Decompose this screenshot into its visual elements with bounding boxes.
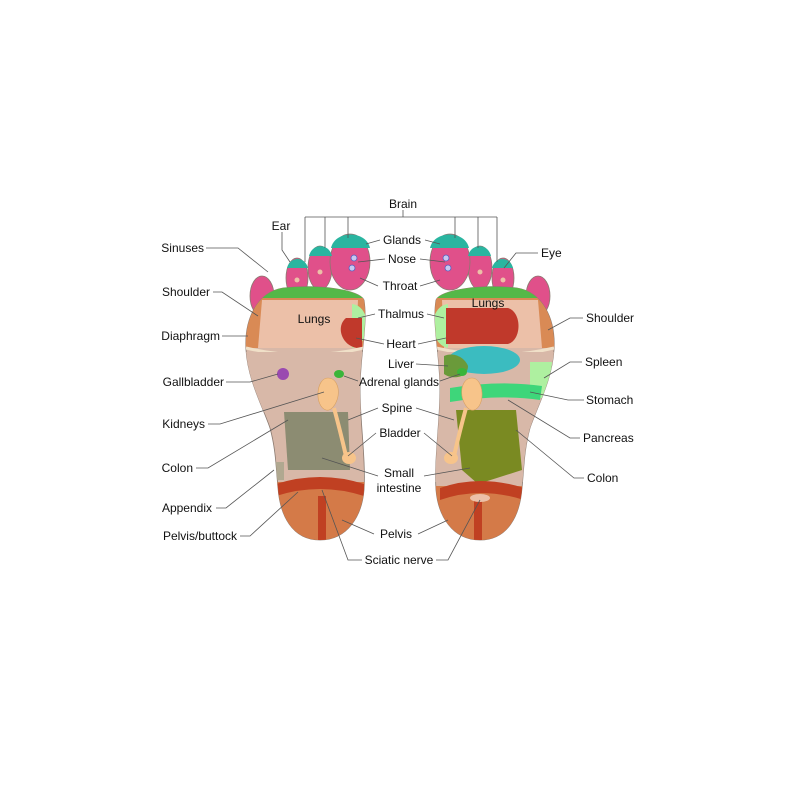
left-lungs-zone (258, 300, 358, 348)
label-kidneys: Kidneys (162, 417, 205, 431)
label-brain: Brain (389, 197, 417, 211)
right-toe-tip (468, 246, 491, 256)
label-colon-left: Colon (162, 461, 193, 475)
right-nose-point (442, 254, 450, 262)
label-throat: Throat (383, 279, 418, 293)
label-pelvis-buttock: Pelvis/buttock (163, 529, 238, 543)
label-adrenal-glands: Adrenal glands (359, 375, 439, 389)
left-adrenal-gland (334, 370, 344, 378)
left-toe-tip (331, 234, 370, 248)
label-small-intestine-line1: Small (384, 466, 414, 480)
right-ureter (452, 407, 468, 457)
right-foot (429, 233, 555, 541)
right-nose-point (444, 264, 452, 272)
right-toe-tip (430, 234, 469, 248)
label-small-intestine-line2: intestine (377, 481, 422, 495)
left-heart-zone (340, 318, 362, 349)
left-sciatic-stem (318, 496, 326, 540)
label-sciatic-nerve: Sciatic nerve (365, 553, 434, 567)
left-appendix-zone (272, 462, 284, 480)
label-glands: Glands (383, 233, 421, 247)
label-ear: Ear (272, 219, 291, 233)
label-spine: Spine (382, 401, 413, 415)
right-heel-spot (470, 494, 490, 502)
right-eye-point (477, 269, 483, 275)
left-bladder (342, 452, 356, 464)
left-nose-point (348, 264, 356, 272)
label-thalmus: Thalmus (378, 307, 424, 321)
left-sciatic-band (276, 477, 364, 496)
left-gallbladder-zone (277, 368, 289, 380)
right-sciatic-band (440, 481, 524, 500)
left-toe-tip (287, 259, 308, 268)
left-ureter (332, 407, 348, 457)
left-eye-point (317, 269, 323, 275)
label-heart: Heart (386, 337, 416, 351)
right-heart-zone (446, 308, 519, 344)
left-colon-zone (245, 352, 366, 412)
label-pancreas: Pancreas (583, 431, 634, 445)
right-sciatic-stem (474, 500, 482, 540)
labels: Brain Ear Sinuses Glands Nose Eye Throat… (161, 197, 634, 567)
label-gallbladder: Gallbladder (163, 375, 224, 389)
label-bladder: Bladder (379, 426, 420, 440)
left-intestine-zone (284, 412, 350, 470)
right-thalmus-zone (434, 304, 448, 348)
label-colon-right: Colon (587, 471, 618, 485)
right-eye-point (500, 277, 506, 283)
label-lungs-left: Lungs (298, 312, 331, 326)
label-lungs-right: Lungs (472, 296, 505, 310)
leader-lines (196, 210, 584, 561)
label-eye: Eye (541, 246, 562, 260)
label-nose: Nose (388, 252, 416, 266)
label-diaphragm: Diaphragm (161, 329, 220, 343)
label-sinuses: Sinuses (161, 241, 204, 255)
left-kidney (317, 377, 339, 411)
left-foot (245, 233, 371, 541)
label-shoulder-right: Shoulder (586, 311, 634, 325)
right-toe-base-band (434, 286, 555, 298)
label-shoulder-left: Shoulder (162, 285, 210, 299)
right-kidney (461, 377, 483, 411)
label-spleen: Spleen (585, 355, 622, 369)
label-appendix: Appendix (162, 501, 212, 515)
left-pelvis-zone (245, 482, 366, 540)
label-pelvis: Pelvis (380, 527, 412, 541)
left-nose-point (350, 254, 358, 262)
left-eye-point (294, 277, 300, 283)
left-toe-base-band (245, 286, 366, 298)
label-stomach: Stomach (586, 393, 633, 407)
right-pancreas-zone (456, 410, 522, 484)
right-bladder (444, 452, 458, 464)
left-toe-tip (309, 246, 332, 256)
label-liver: Liver (388, 357, 414, 371)
